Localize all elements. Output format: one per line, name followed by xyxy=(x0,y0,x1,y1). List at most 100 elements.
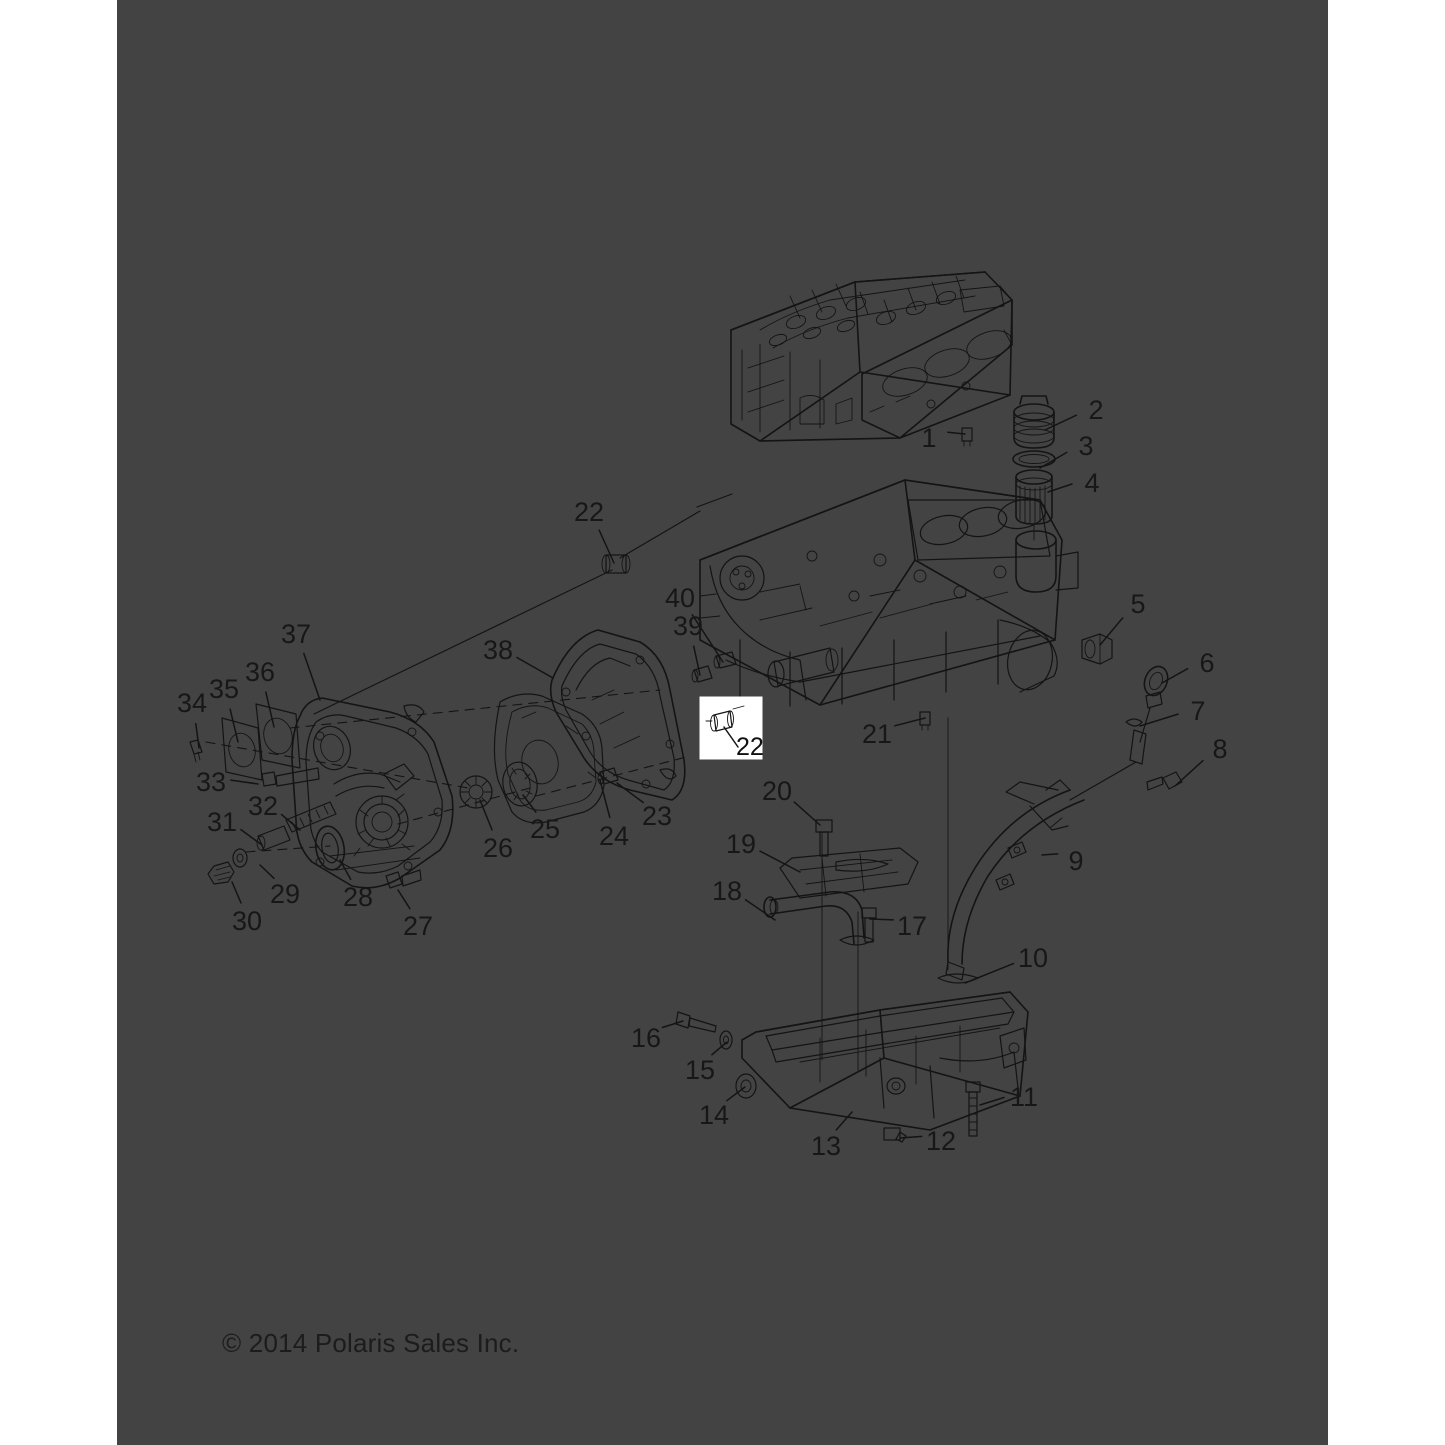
callout-leader-22 xyxy=(598,529,615,564)
callout-leader-10 xyxy=(964,962,1015,984)
callout-number-34: 34 xyxy=(177,688,207,718)
callout-leader-23 xyxy=(616,782,644,804)
callout-leaders xyxy=(195,414,1204,1139)
callout-number-20: 20 xyxy=(762,776,792,806)
plug-1 xyxy=(961,427,973,447)
callout-leader-25 xyxy=(522,794,537,813)
bolt-20 xyxy=(815,819,833,857)
callout-number-3: 3 xyxy=(1078,431,1093,461)
callout-number-6: 6 xyxy=(1199,648,1214,678)
callout-leader-34 xyxy=(195,722,200,749)
bolt-33 xyxy=(261,767,320,787)
oil-pump-pocket xyxy=(353,793,411,857)
callout-number-38: 38 xyxy=(483,635,513,665)
screw-34 xyxy=(189,739,203,763)
callout-leader-29 xyxy=(259,864,275,880)
washer-15 xyxy=(719,1030,733,1050)
callout-leader-3 xyxy=(1039,451,1068,469)
callout-leader-31 xyxy=(240,828,263,846)
callout-number-9: 9 xyxy=(1068,846,1083,876)
bolt-27 xyxy=(385,869,422,889)
plug-22-in-situ xyxy=(601,554,631,574)
oil-pump-outer-rotor-25 xyxy=(502,761,538,807)
oil-pump-inner-rotor-26 xyxy=(459,775,493,809)
callout-number-26: 26 xyxy=(483,833,513,863)
oil-filter-stack xyxy=(1012,395,1056,541)
alignment-lines xyxy=(205,493,733,853)
callout-number-40: 40 xyxy=(665,583,695,613)
callout-leader-15 xyxy=(711,1041,728,1056)
callout-number-7: 7 xyxy=(1190,696,1205,726)
nut-30 xyxy=(207,861,235,885)
callout-number-16: 16 xyxy=(631,1023,661,1053)
callout-number-22: 22 xyxy=(574,497,604,527)
callout-leader-13 xyxy=(835,1111,853,1131)
callout-number-30: 30 xyxy=(232,906,262,936)
crank-seal-28 xyxy=(314,825,346,871)
callout-leader-27 xyxy=(397,889,411,910)
callout-leader-19 xyxy=(759,850,801,873)
pin-40 xyxy=(713,651,737,669)
callout-leader-17 xyxy=(869,918,895,921)
callout-leader-1 xyxy=(947,431,966,435)
drain-plug-12 xyxy=(883,1127,907,1143)
callout-number-39: 39 xyxy=(673,611,703,641)
callout-number-12: 12 xyxy=(926,1126,956,1156)
callout-number-14: 14 xyxy=(699,1100,729,1130)
callout-number-13: 13 xyxy=(811,1131,841,1161)
callout-number-27: 27 xyxy=(403,911,433,941)
plug-21 xyxy=(919,711,931,731)
callout-labels: 1234567891011121314151617181920212223242… xyxy=(177,395,1228,1161)
dipstick-assembly xyxy=(937,665,1183,984)
callout-leader-2 xyxy=(1044,414,1078,431)
callout-leader-14 xyxy=(726,1086,746,1102)
callout-leader-21 xyxy=(893,717,926,727)
callout-leader-11 xyxy=(979,1096,1005,1106)
sensor-fitting-5 xyxy=(1081,633,1113,665)
callout-number-29: 29 xyxy=(270,879,300,909)
callout-number-28: 28 xyxy=(343,882,373,912)
seal-14 xyxy=(735,1073,757,1099)
callout-number-10: 10 xyxy=(1018,943,1048,973)
callout-number-33: 33 xyxy=(196,767,226,797)
callout-leader-4 xyxy=(1047,483,1073,493)
callout-number-37: 37 xyxy=(281,619,311,649)
spacer-31 xyxy=(256,825,291,851)
callout-leader-28 xyxy=(339,859,352,881)
svg-text:22: 22 xyxy=(736,733,764,761)
callout-number-1: 1 xyxy=(921,423,936,453)
long-bolt-11 xyxy=(965,1081,981,1137)
callout-leader-30 xyxy=(231,881,242,904)
callout-leader-33 xyxy=(230,779,259,785)
callout-number-35: 35 xyxy=(209,674,239,704)
callout-number-8: 8 xyxy=(1212,734,1227,764)
callout-leader-7 xyxy=(1139,713,1179,727)
callout-number-24: 24 xyxy=(599,821,629,851)
callout-number-4: 4 xyxy=(1084,468,1099,498)
callout-number-5: 5 xyxy=(1130,589,1145,619)
callout-leader-18 xyxy=(744,898,776,921)
callout-number-32: 32 xyxy=(248,791,278,821)
callout-leader-32 xyxy=(280,813,301,831)
callout-number-36: 36 xyxy=(245,657,275,687)
inset-detail-22: 22 xyxy=(699,696,764,761)
callout-leader-36 xyxy=(265,691,275,728)
engine-block-assembly xyxy=(699,479,1079,707)
callout-number-31: 31 xyxy=(207,807,237,837)
callout-leader-37 xyxy=(303,652,321,701)
callout-number-19: 19 xyxy=(726,829,756,859)
callout-leader-16 xyxy=(661,1020,684,1029)
bolt-16 xyxy=(675,1011,717,1033)
callout-leader-12 xyxy=(899,1135,923,1139)
callout-number-21: 21 xyxy=(862,719,892,749)
callout-leader-39 xyxy=(692,645,701,676)
callout-leader-38 xyxy=(516,656,554,679)
callout-leader-35 xyxy=(229,708,239,743)
callout-number-23: 23 xyxy=(642,801,672,831)
callout-leader-5 xyxy=(1099,617,1124,646)
oil-pan-assembly xyxy=(675,717,1029,1143)
bolt-17 xyxy=(861,907,877,943)
callout-leader-6 xyxy=(1161,667,1189,684)
